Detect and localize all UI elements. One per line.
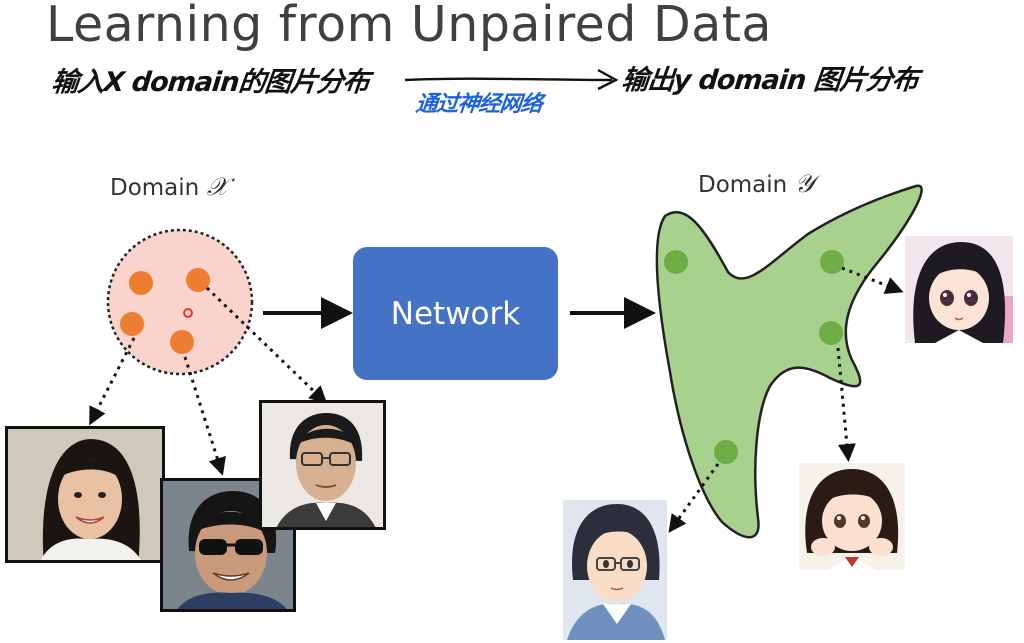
domain-y-dot xyxy=(820,250,844,274)
domain-x-dot xyxy=(120,312,144,336)
handwritten-arrow xyxy=(404,68,619,91)
domain-x-label: Domain 𝒳 xyxy=(110,172,229,201)
network-label: Network xyxy=(390,295,521,332)
slide-title: Learning from Unpaired Data xyxy=(46,0,772,53)
domain-y-dot xyxy=(664,250,688,274)
anime-face-boy xyxy=(563,500,667,640)
domain-x-circle xyxy=(106,228,254,376)
domain-y-dot xyxy=(714,440,738,464)
anime-face-girl-1 xyxy=(905,236,1013,343)
domain-x-dot xyxy=(186,268,210,292)
network-box: Network xyxy=(353,247,558,380)
sample-point-marker xyxy=(183,308,193,318)
face-photo-woman xyxy=(5,426,165,563)
domain-y-dot xyxy=(819,321,843,345)
domain-x-dot xyxy=(129,271,153,295)
domain-x-arrows xyxy=(89,286,328,476)
face-photo-man-sunglasses xyxy=(160,478,296,612)
domain-x-dot xyxy=(170,330,194,354)
domain-y-label: Domain 𝒴 xyxy=(698,169,815,198)
anime-face-girl-2 xyxy=(799,463,905,570)
domain-y-arrows xyxy=(668,266,904,533)
face-photo-man-glasses xyxy=(259,400,386,530)
